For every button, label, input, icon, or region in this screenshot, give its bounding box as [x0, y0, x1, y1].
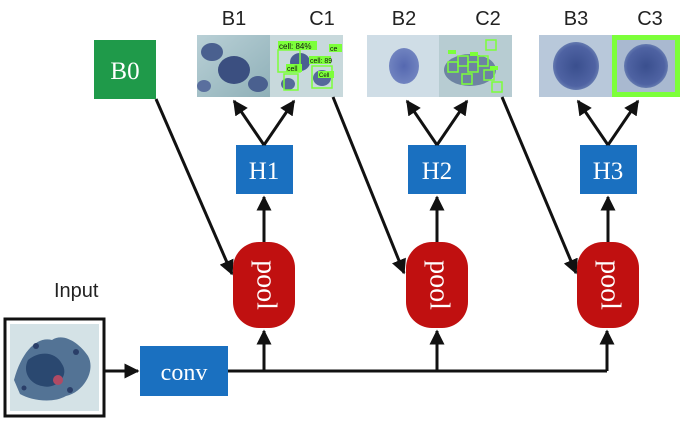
pool2-label: pool: [424, 260, 455, 310]
c1-label: C1: [309, 8, 335, 30]
c1-detection-4: ce: [330, 46, 338, 53]
input-image: [3, 317, 106, 418]
arrow-b2-pool3: [500, 96, 578, 275]
arrow-h3-b3: [576, 99, 610, 146]
h1-box: [236, 145, 293, 194]
c2-image: [439, 35, 512, 97]
pool1-box: [233, 242, 295, 328]
b0-label: B0: [110, 58, 139, 85]
h3-label: H3: [593, 158, 624, 185]
stage-3: B3 C3 H3 pool: [500, 8, 680, 371]
c3-image: [612, 35, 680, 97]
arrow-h1-c1: [262, 99, 296, 146]
b2-label: B2: [392, 8, 416, 30]
b3-label: B3: [564, 8, 588, 30]
h3-box: [580, 145, 637, 194]
stage-2: B2 C2 H2 pool: [331, 8, 512, 371]
pool3-label: pool: [595, 260, 626, 310]
arrow-h2-c2: [435, 99, 469, 146]
h1-label: H1: [249, 158, 280, 185]
c1-detection-3: cell: [287, 66, 298, 73]
pool2-box: [406, 242, 468, 328]
input-label: Input: [54, 280, 99, 302]
arrow-h3-c3: [606, 99, 640, 146]
b1-label: B1: [222, 8, 246, 30]
h2-label: H2: [422, 158, 453, 185]
arrow-h1-b1: [232, 99, 266, 146]
c1-detection-2: cell: 89: [310, 58, 332, 65]
c1-image: cell: 84% cell: 89 cell ce Cell: [270, 35, 343, 97]
b3-image: [539, 35, 612, 97]
b0-box: [94, 40, 156, 99]
b2-image: [367, 35, 439, 97]
arrow-b0-pool1: [154, 98, 234, 276]
c3-label: C3: [637, 8, 663, 30]
arrow-h2-b2: [405, 99, 439, 146]
h2-box: [408, 145, 466, 194]
conv-label: conv: [161, 360, 208, 386]
pool3-box: [577, 242, 639, 328]
c1-detection-5: Cell: [319, 73, 329, 79]
pool1-label: pool: [251, 260, 282, 310]
stage-1: B1 C1 cell: 84% cell: 89 cell ce: [197, 8, 343, 371]
c1-detection-1: cell: 84%: [279, 42, 311, 51]
b1-image: [197, 35, 270, 97]
arrow-b1-pool2: [331, 96, 406, 275]
c2-label: C2: [475, 8, 501, 30]
conv-box: [140, 346, 228, 396]
